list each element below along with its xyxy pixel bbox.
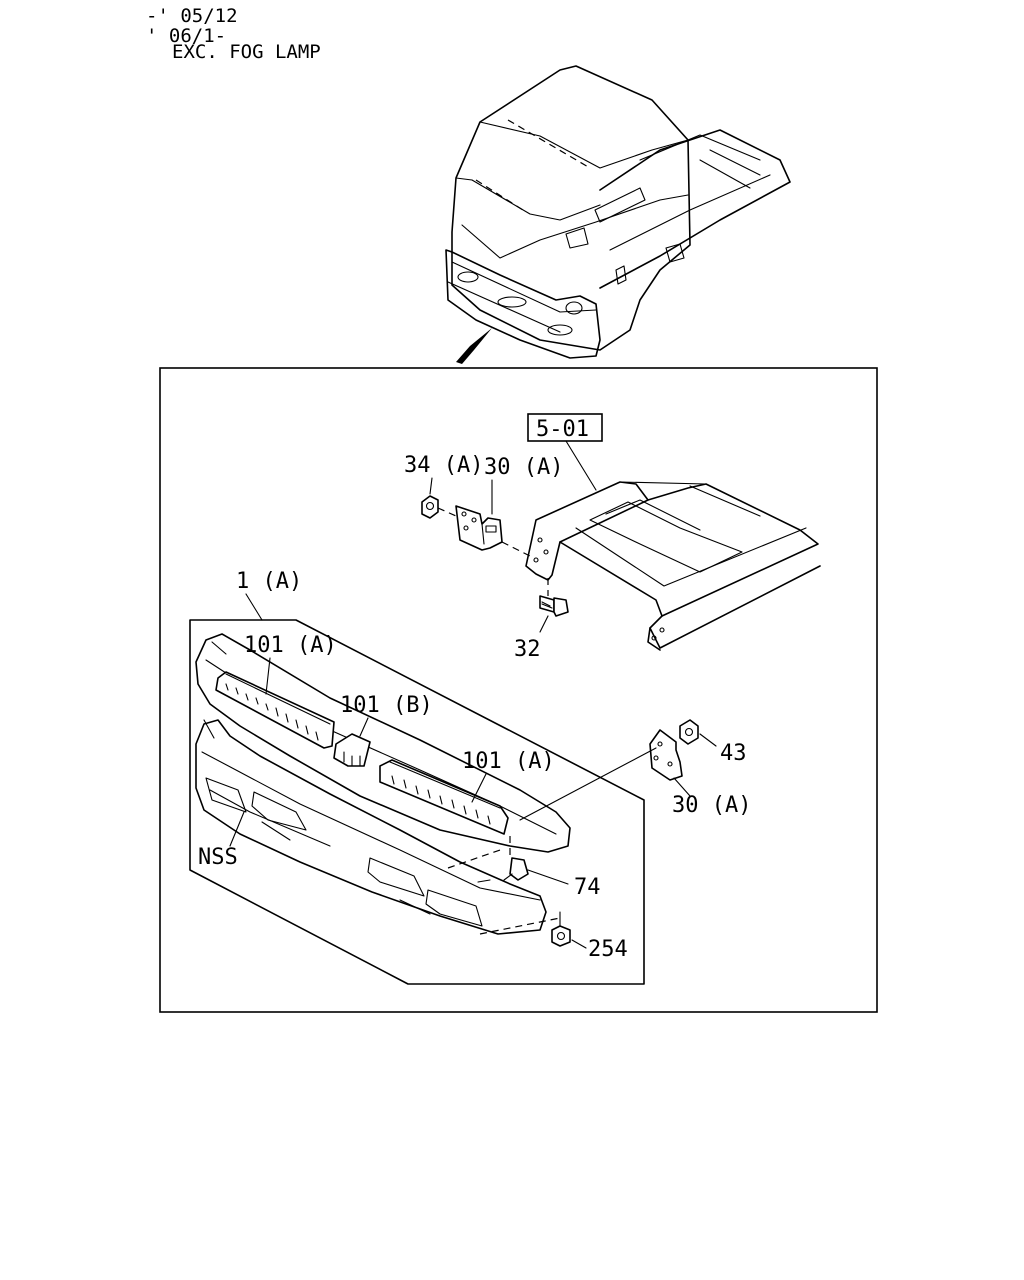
bracket-30a-right: 30 (A) <box>519 729 751 821</box>
callout-101a-right: 101 (A) <box>462 749 555 774</box>
pad-101b: 101 (B) <box>333 693 433 767</box>
callout-101b: 101 (B) <box>340 693 433 718</box>
truck-overview <box>445 65 791 364</box>
reference-label: 5-01 <box>536 417 589 442</box>
callout-nss: NSS <box>198 845 238 870</box>
callout-43: 43 <box>720 741 747 766</box>
bumper-assembly-group: 1 (A) <box>189 569 645 985</box>
callout-34a: 34 (A) <box>404 453 483 478</box>
reference-5-01: 5-01 <box>527 413 603 491</box>
detail-frame <box>159 367 878 1013</box>
callout-30a-top: 30 (A) <box>484 455 563 480</box>
nut-34a: 34 (A) <box>404 453 483 519</box>
header-line-3: EXC. FOG LAMP <box>172 41 321 63</box>
callout-1a: 1 (A) <box>236 569 302 594</box>
chassis-frame-rail <box>525 481 821 651</box>
header-notes: -' 05/12 ' 06/1- EXC. FOG LAMP <box>146 5 321 63</box>
clip-74: 74 <box>477 836 601 900</box>
nut-254: 254 <box>551 911 628 962</box>
pad-101a-left: 101 (A) <box>215 633 337 749</box>
nut-43: 43 <box>679 719 747 766</box>
callout-101a-left: 101 (A) <box>244 633 337 658</box>
callout-30a-right: 30 (A) <box>672 793 751 818</box>
callout-254: 254 <box>588 937 628 962</box>
callout-32: 32 <box>514 637 541 662</box>
bumper-lower: NSS <box>195 719 561 935</box>
callout-74: 74 <box>574 875 601 900</box>
header-line-1: -' 05/12 <box>146 5 238 27</box>
bracket-30a-top: 30 (A) <box>455 455 563 557</box>
pad-101a-right: 101 (A) <box>379 749 555 835</box>
bolt-32: 32 <box>514 578 569 662</box>
header-line-2: ' 06/1- <box>146 25 226 47</box>
